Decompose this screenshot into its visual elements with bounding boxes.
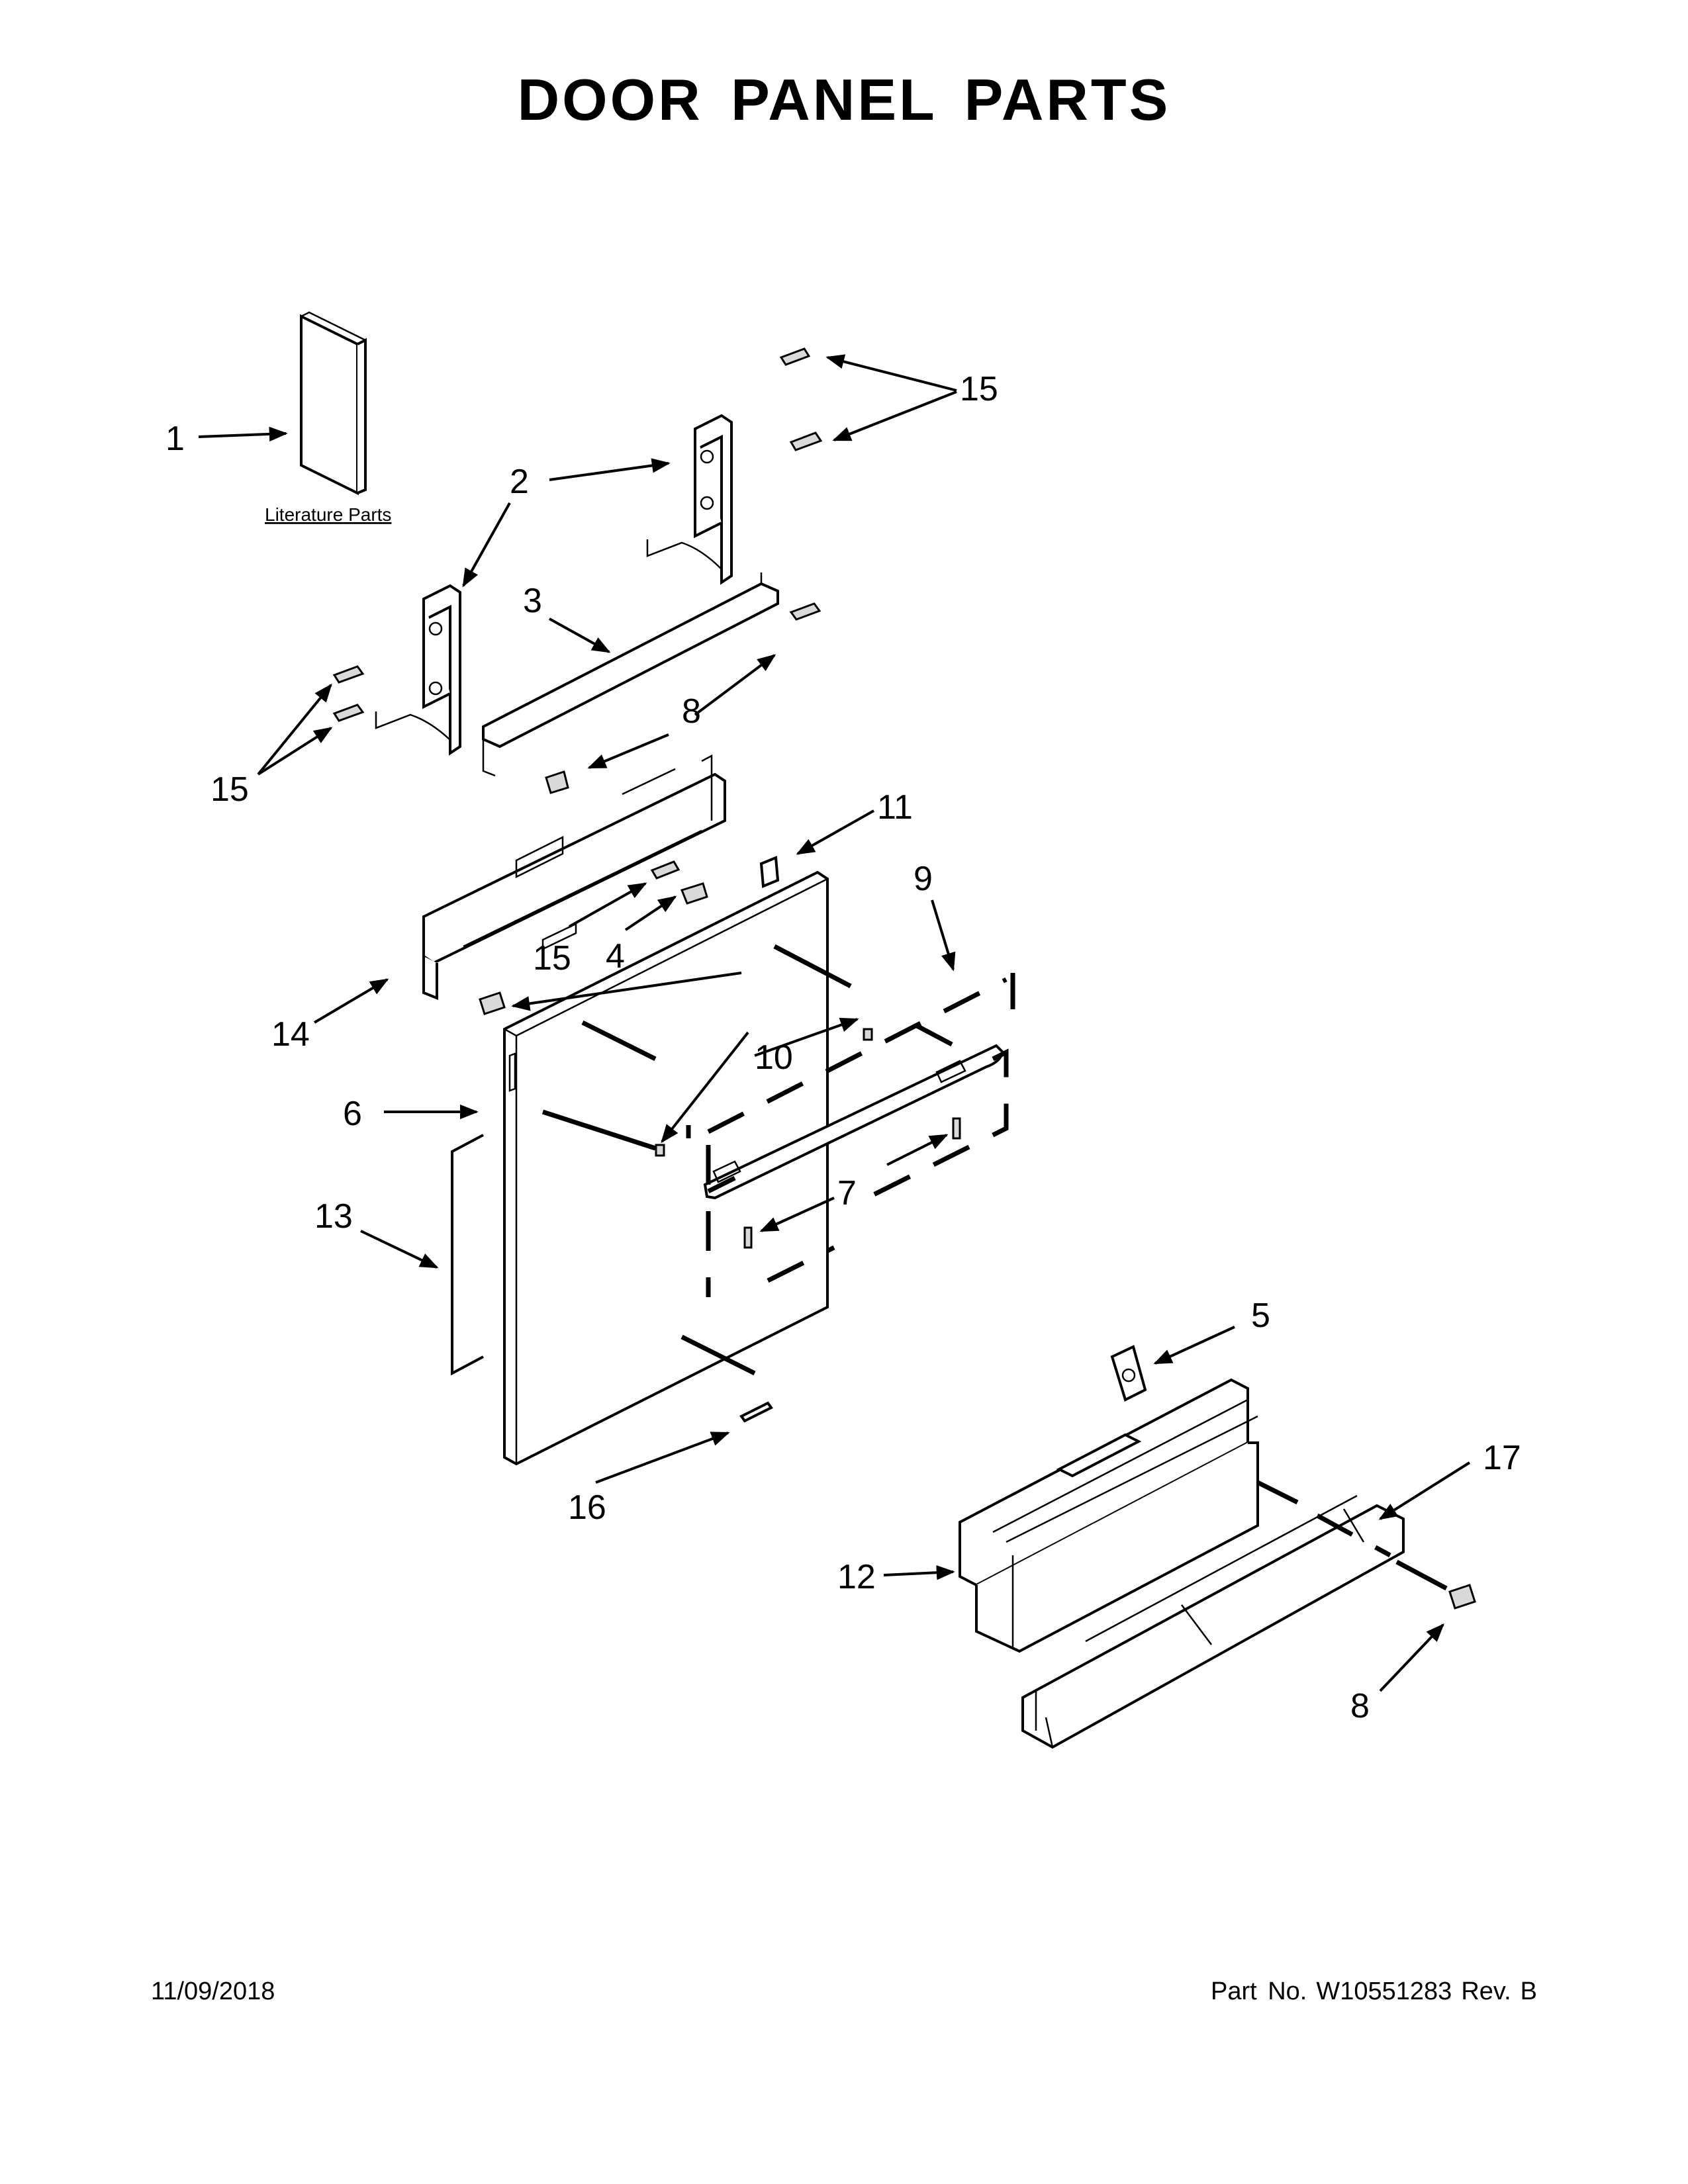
callout-15-top: 15 — [960, 370, 998, 408]
literature-booklet — [300, 311, 367, 496]
lower-alignment-lines — [1256, 1480, 1448, 1591]
part-no-label: Part No. — [1210, 1978, 1307, 2005]
hinge-bracket-left — [375, 584, 461, 756]
footer-part-number: Part No. W10551283 Rev. B — [1201, 1978, 1537, 2006]
callout-4: 4 — [606, 937, 625, 976]
rev-label: Rev. — [1461, 1978, 1511, 2005]
callout-2: 2 — [510, 463, 529, 501]
literature-parts-label: Literature Parts — [265, 504, 391, 525]
callout-8-upper: 8 — [682, 692, 701, 731]
callout-14: 14 — [271, 1015, 310, 1054]
callout-3: 3 — [523, 582, 542, 620]
page-title: DOOR PANEL PARTS — [517, 67, 1171, 132]
part-no-value: W10551283 — [1316, 1978, 1452, 2005]
callout-9: 9 — [914, 860, 933, 898]
callout-15-mid: 15 — [533, 939, 571, 978]
callout-15-left: 15 — [211, 770, 249, 809]
lower-channel — [1021, 1494, 1405, 1749]
callout-6: 6 — [343, 1095, 362, 1133]
callout-16: 16 — [568, 1488, 606, 1527]
control-console — [422, 754, 726, 1000]
hinge-bracket-right — [646, 414, 733, 585]
handle-pins — [655, 1028, 961, 1249]
bottom-tab — [739, 1401, 773, 1423]
screw-group — [332, 347, 1476, 1610]
callout-13: 13 — [314, 1197, 353, 1236]
callout-11: 11 — [877, 788, 913, 827]
callout-17: 17 — [1483, 1439, 1521, 1477]
toe-panel — [959, 1378, 1259, 1653]
toe-panel-clip — [1110, 1345, 1147, 1402]
callout-1: 1 — [165, 420, 185, 458]
clip-part — [759, 856, 780, 888]
outer-door-panel — [503, 870, 829, 1466]
gasket-seal — [451, 1134, 484, 1376]
callout-12: 12 — [837, 1558, 876, 1596]
callout-5: 5 — [1251, 1297, 1270, 1335]
handle-alignment-lines — [541, 944, 1015, 1376]
callout-8-lower: 8 — [1350, 1687, 1370, 1725]
leader-lines — [198, 354, 1471, 1692]
footer-date: 11/09/2018 — [151, 1978, 275, 2005]
callout-10: 10 — [755, 1038, 793, 1077]
rev-value: B — [1520, 1978, 1537, 2005]
door-brace — [482, 572, 779, 777]
callout-7: 7 — [837, 1174, 857, 1212]
